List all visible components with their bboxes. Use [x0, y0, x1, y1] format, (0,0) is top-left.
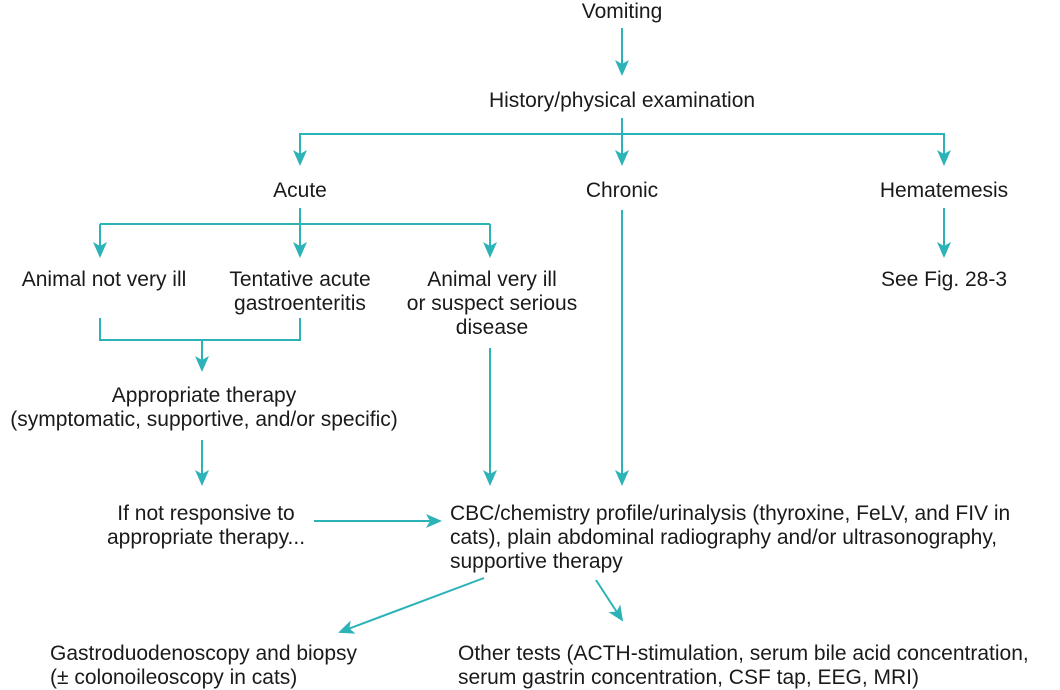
node-tentative-line-1: Tentative acute [229, 268, 371, 291]
node-therapy-line-1: Appropriate therapy [111, 384, 297, 407]
node-see-fig-line: See Fig. 28-3 [880, 268, 1008, 291]
node-hematemesis: Hematemesis [880, 179, 1008, 203]
node-chronic-line: Chronic [585, 179, 659, 202]
node-cbc-line-3: supportive therapy [450, 550, 623, 573]
node-see-fig: See Fig. 28-3 [881, 268, 1007, 292]
node-other-line-1: Other tests (ACTH-stimulation, serum bil… [458, 642, 1029, 665]
node-cbc-line-1: CBC/chemistry profile/urinalysis (thyrox… [450, 502, 1011, 525]
node-very-ill-line-3: disease [455, 316, 529, 339]
node-gastroduodenoscopy: Gastroduodenoscopy and biopsy (± colonoi… [50, 642, 357, 690]
node-therapy-line-2: (symptomatic, supportive, and/or specifi… [10, 408, 398, 431]
node-vomiting-line: Vomiting [581, 0, 663, 23]
node-gastro-line-1: Gastroduodenoscopy and biopsy [50, 642, 358, 665]
node-other-tests: Other tests (ACTH-stimulation, serum bil… [458, 642, 1029, 690]
node-history: History/physical examination [489, 89, 755, 113]
arrow-cbc-to-gastro [338, 577, 485, 634]
node-not-responsive-line-1: If not responsive to [117, 502, 295, 525]
node-very-ill-line-2: or suspect serious [406, 292, 578, 315]
node-cbc-line-2: cats), plain abdominal radiography and/o… [450, 526, 998, 549]
node-very-ill-line-1: Animal very ill [427, 268, 557, 291]
node-other-line-2: serum gastrin concentration, CSF tap, EE… [458, 666, 919, 689]
node-gastro-line-2: (± colonoileoscopy in cats) [50, 666, 298, 689]
node-not-very-ill: Animal not very ill [22, 268, 187, 292]
node-acute: Acute [273, 179, 327, 203]
node-not-responsive-line-2: appropriate therapy... [106, 526, 306, 549]
node-appropriate-therapy: Appropriate therapy (symptomatic, suppor… [10, 384, 397, 432]
node-tentative-gastroenteritis: Tentative acute gastroenteritis [229, 268, 370, 316]
node-chronic: Chronic [586, 179, 658, 203]
node-very-ill: Animal very ill or suspect serious disea… [407, 268, 577, 340]
node-tentative-line-2: gastroenteritis [234, 292, 366, 315]
node-history-line: History/physical examination [488, 89, 756, 112]
node-cbc-workup: CBC/chemistry profile/urinalysis (thyrox… [450, 502, 1010, 574]
node-acute-line: Acute [273, 179, 327, 202]
node-not-very-ill-line: Animal not very ill [21, 268, 187, 291]
node-vomiting: Vomiting [582, 0, 663, 24]
connector-merge-to-therapy [99, 318, 301, 341]
node-not-responsive: If not responsive to appropriate therapy… [107, 502, 305, 550]
arrow-cbc-to-other [595, 579, 624, 622]
node-hematemesis-line: Hematemesis [879, 179, 1009, 202]
